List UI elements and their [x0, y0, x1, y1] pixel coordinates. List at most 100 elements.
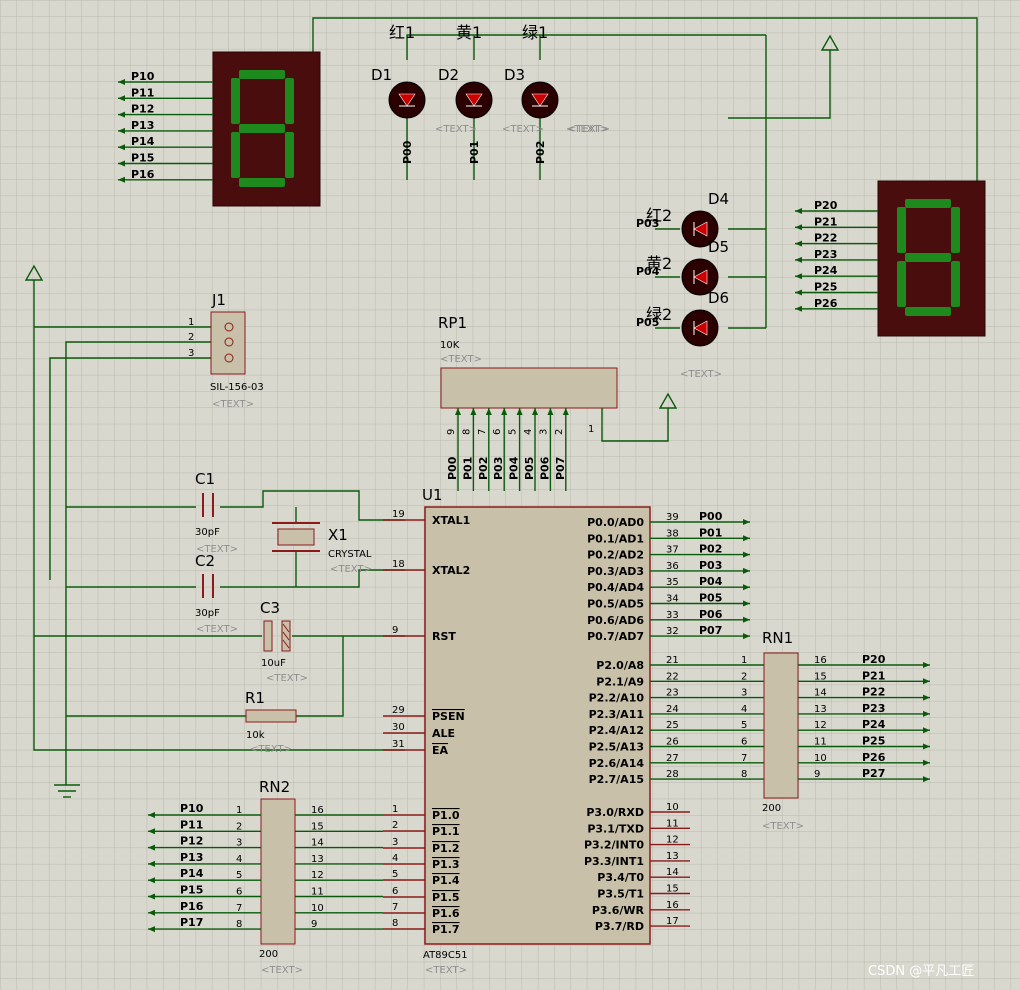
arrow-icon [743, 519, 750, 525]
rn2-value: 200 [259, 949, 278, 960]
led-placeholder: <TEXT> [566, 124, 608, 135]
seg1-pin-label: P12 [131, 103, 154, 116]
u1-p3-name: P3.1/TXD [587, 822, 644, 835]
u1-p0-net: P00 [699, 510, 723, 523]
rp1-net-label: P03 [492, 457, 505, 480]
u1-p0-name: P0.0/AD0 [587, 516, 644, 529]
c2-value: 30pF [195, 608, 220, 619]
connector-j1[interactable] [210, 311, 246, 375]
seven-seg-display-2[interactable] [877, 180, 986, 337]
led-d1[interactable] [388, 81, 426, 119]
u1-pin-num: 29 [392, 705, 405, 716]
c2-placeholder: <TEXT> [196, 624, 238, 635]
led-net-label: P04 [636, 265, 660, 278]
arrow-icon [923, 678, 930, 685]
led-net-label: P02 [534, 141, 547, 164]
wire [406, 34, 766, 60]
resistor-pack-rp1[interactable] [440, 367, 618, 409]
j1-pin-3: 3 [188, 348, 194, 359]
u1-pin-num: 11 [666, 818, 679, 829]
u1-pin-num: 16 [666, 900, 679, 911]
segment-v [951, 261, 960, 307]
u1-p2-name: P2.3/A11 [589, 708, 644, 721]
rn1-right-num: 11 [814, 737, 827, 748]
arrow-icon [455, 408, 461, 415]
seg2-pin-label: P24 [814, 264, 838, 277]
x1-value: CRYSTAL [328, 549, 372, 560]
rn2-net-label: P11 [180, 818, 203, 831]
seg2-pin-label: P23 [814, 248, 837, 261]
u1-pin-num: 32 [666, 626, 679, 637]
arrow-icon [743, 616, 750, 623]
seg2-pin-label: P22 [814, 232, 837, 245]
u1-pin-num: 8 [392, 918, 398, 929]
wire [49, 357, 245, 580]
rp1-ref: RP1 [438, 314, 467, 332]
u1-pin-num: 28 [666, 769, 679, 780]
u1-pin-num: 4 [392, 853, 398, 864]
u1-pin-name: XTAL2 [432, 564, 470, 577]
u1-pin-num: 12 [666, 835, 679, 846]
arrow-icon [795, 256, 802, 263]
led-color-label: 红1 [389, 23, 415, 42]
rp1-net-label: P00 [446, 456, 459, 480]
capacitor-c2[interactable] [202, 574, 214, 598]
rn1-right-num: 13 [814, 704, 827, 715]
arrow-icon [118, 95, 125, 102]
x1-placeholder: <TEXT> [330, 564, 372, 575]
u1-pin-num: 38 [666, 528, 679, 539]
u1-p0-name: P0.5/AD5 [587, 598, 644, 611]
resistor-network-rn2[interactable] [260, 798, 296, 945]
rn2-right-num: 12 [311, 870, 324, 881]
crystal-x1[interactable] [272, 522, 320, 552]
u1-pin-num: 6 [392, 886, 398, 897]
rp1-net-label: P04 [508, 456, 521, 480]
arrow-icon [923, 727, 930, 734]
arrow-icon [148, 893, 155, 900]
u1-pin-name: P1.5 [432, 891, 460, 904]
u1-pin-name: PSEN [432, 710, 465, 723]
wire [312, 17, 978, 181]
u1-p3-name: P3.0/RXD [586, 806, 644, 819]
resistor-network-rn1[interactable] [763, 652, 799, 799]
led-d3[interactable] [521, 81, 559, 119]
u1-p2-name: P2.4/A12 [589, 724, 644, 737]
rn1-right-num: 15 [814, 671, 827, 682]
capacitor-c3[interactable] [263, 620, 291, 652]
resistor-r1[interactable] [245, 709, 297, 723]
u1-pin-num: 14 [666, 867, 679, 878]
segment-v [897, 261, 906, 307]
wire [220, 490, 405, 521]
u1-p3-name: P3.2/INT0 [584, 839, 644, 852]
led-d5[interactable] [681, 258, 719, 296]
c3-value: 10uF [261, 658, 286, 669]
seven-seg-display-1[interactable] [212, 51, 321, 207]
rn2-left-num: 2 [236, 821, 242, 832]
u1-pin-num: 2 [392, 820, 398, 831]
arrow-icon [148, 860, 155, 867]
led-color-label: 绿1 [522, 23, 548, 42]
rp1-net-label: P06 [538, 456, 551, 480]
arrow-icon [795, 208, 802, 214]
capacitor-c1[interactable] [202, 493, 214, 517]
rn1-left-num: 5 [741, 720, 747, 731]
arrow-icon [148, 812, 155, 818]
seg1-pin-label: P10 [131, 70, 155, 83]
u1-pin-num: 39 [666, 512, 679, 523]
u1-p3-name: P3.5/T1 [597, 888, 644, 901]
u1-pin-num: 37 [666, 545, 679, 556]
led-diode-icon [693, 221, 708, 237]
led-d6[interactable] [681, 309, 719, 347]
led-d2[interactable] [455, 81, 493, 119]
u1-p0-name: P0.3/AD3 [587, 565, 644, 578]
u1-p2-name: P2.6/A14 [589, 757, 645, 770]
arrow-icon [743, 584, 750, 591]
j1-pin-2: 2 [188, 332, 194, 343]
arrow-icon [118, 160, 125, 167]
rp1-pin1-label: 1 [588, 424, 594, 435]
c1-placeholder: <TEXT> [196, 544, 238, 555]
arrow-icon [485, 408, 492, 415]
u1-pin-num: 13 [666, 851, 679, 862]
led-d4[interactable] [681, 210, 719, 248]
microcontroller-u1[interactable] [424, 506, 651, 945]
